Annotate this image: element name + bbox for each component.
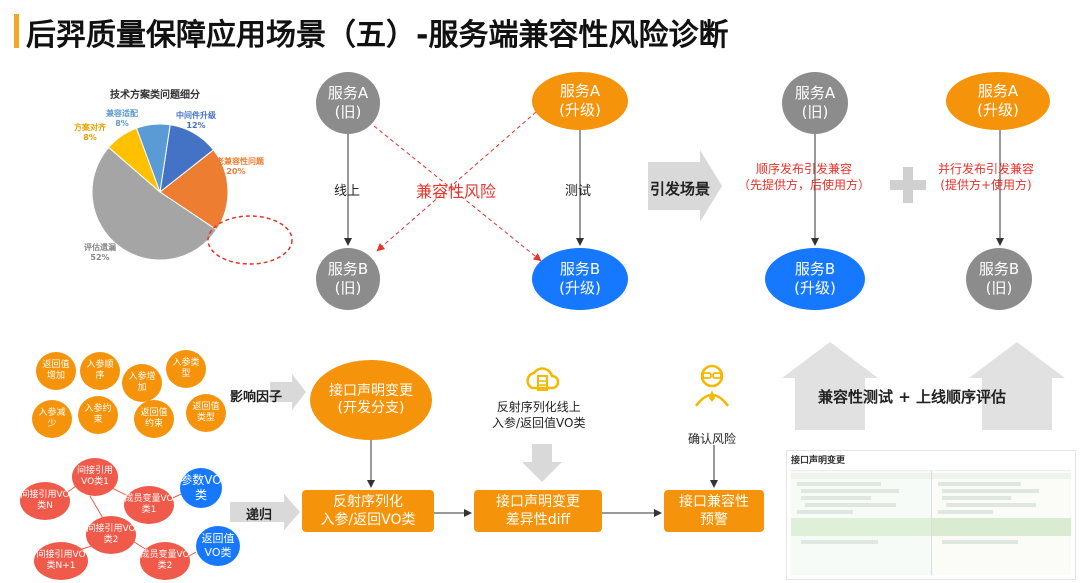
svc-b-upgrade-right: 服务B(升级) bbox=[765, 248, 865, 310]
influence-label: 影响因子 bbox=[230, 390, 283, 405]
trigger-label: 引发场景 bbox=[650, 180, 711, 198]
factor-bubble: 入参减少 bbox=[32, 400, 72, 438]
svc-b-upgrade-left: 服务B(升级) bbox=[532, 248, 628, 310]
pie-title: 技术方案类问题细分 bbox=[110, 90, 200, 101]
pie-slice-2 bbox=[91, 146, 218, 261]
diff-box: 接口声明变更差异性diff bbox=[474, 490, 602, 532]
par-release-label: 并行发布引发兼容(提供方+使用方) bbox=[938, 162, 1035, 192]
code-diff-left bbox=[791, 471, 932, 575]
plus-h bbox=[890, 180, 926, 190]
factor-bubble: 入参约束 bbox=[78, 396, 118, 434]
highlight-ellipse bbox=[207, 215, 293, 265]
cloud-server-icon bbox=[526, 367, 560, 391]
code-diff-window: 接口声明变更 bbox=[786, 450, 1076, 580]
chain-member-vo1: 成员变量VO类1 bbox=[124, 486, 174, 524]
factor-bubble: 返回值增加 bbox=[36, 352, 76, 390]
factor-bubble: 入参增加 bbox=[122, 364, 162, 402]
test-label: 测试 bbox=[565, 184, 592, 199]
reviewer-person-icon bbox=[694, 364, 730, 407]
title-accent-bar bbox=[14, 14, 19, 48]
pie-slice-4 bbox=[135, 123, 171, 193]
param-vo-circle: 参数VO类 bbox=[180, 468, 222, 508]
factor-bubble: 返回值类型 bbox=[186, 394, 226, 432]
risk-label: 兼容性风险 bbox=[416, 182, 497, 201]
plus-v bbox=[903, 167, 913, 203]
seq-release-label: 顺序发布引发兼容（先提供方，后使用方） bbox=[738, 162, 871, 192]
chain-indirect-vo1: 间接引用VO类1 bbox=[72, 458, 118, 496]
confirm-label: 确认风险 bbox=[688, 432, 737, 446]
interface-change-circle: 接口声明变更(开发分支) bbox=[310, 360, 432, 440]
svc-a-old-right: 服务A(旧) bbox=[782, 72, 848, 134]
svc-b-old-left: 服务B(旧) bbox=[316, 248, 380, 310]
factor-bubble: 返回值约束 bbox=[134, 400, 174, 438]
online-label: 线上 bbox=[334, 184, 361, 199]
code-diff-body bbox=[791, 470, 1071, 575]
page-title: 后羿质量保障应用场景（五）-服务端兼容性风险诊断 bbox=[26, 18, 729, 53]
factor-bubble: 入参顺序 bbox=[80, 352, 120, 390]
eval-label: 兼容性测试 + 上线顺序评估 bbox=[818, 388, 1007, 406]
code-diff-title: 接口声明变更 bbox=[791, 456, 846, 466]
chain-indirect-von: 间接引用VO类N bbox=[20, 482, 70, 520]
chain-member-vo2: 成员变量VO类2 bbox=[140, 542, 190, 580]
code-diff-right bbox=[931, 471, 1071, 575]
recursion-label: 递归 bbox=[246, 508, 273, 523]
svc-a-old-left: 服务A(旧) bbox=[316, 72, 380, 134]
warn-box: 接口兼容性预警 bbox=[664, 490, 764, 532]
chain-indirect-vonplus1: 间接引用VO类N+1 bbox=[34, 542, 88, 580]
factor-bubble: 入参类型 bbox=[166, 350, 206, 388]
cloud-label: 反射序列化线上入参/返回值VO类 bbox=[492, 400, 586, 430]
reflect-box: 反射序列化入参/返回VO类 bbox=[302, 490, 434, 532]
svc-a-upgrade-right: 服务A(升级) bbox=[946, 72, 1050, 130]
return-vo-circle: 返回值VO类 bbox=[196, 526, 240, 566]
pie-svg bbox=[91, 123, 293, 265]
chain-indirect-vo2: 间接引用VO类2 bbox=[86, 516, 136, 554]
down-chevron bbox=[522, 444, 562, 482]
pie-slice-1 bbox=[159, 149, 229, 231]
svc-a-upgrade-left: 服务A(升级) bbox=[532, 72, 628, 130]
svc-b-old-right: 服务B(旧) bbox=[966, 248, 1032, 310]
